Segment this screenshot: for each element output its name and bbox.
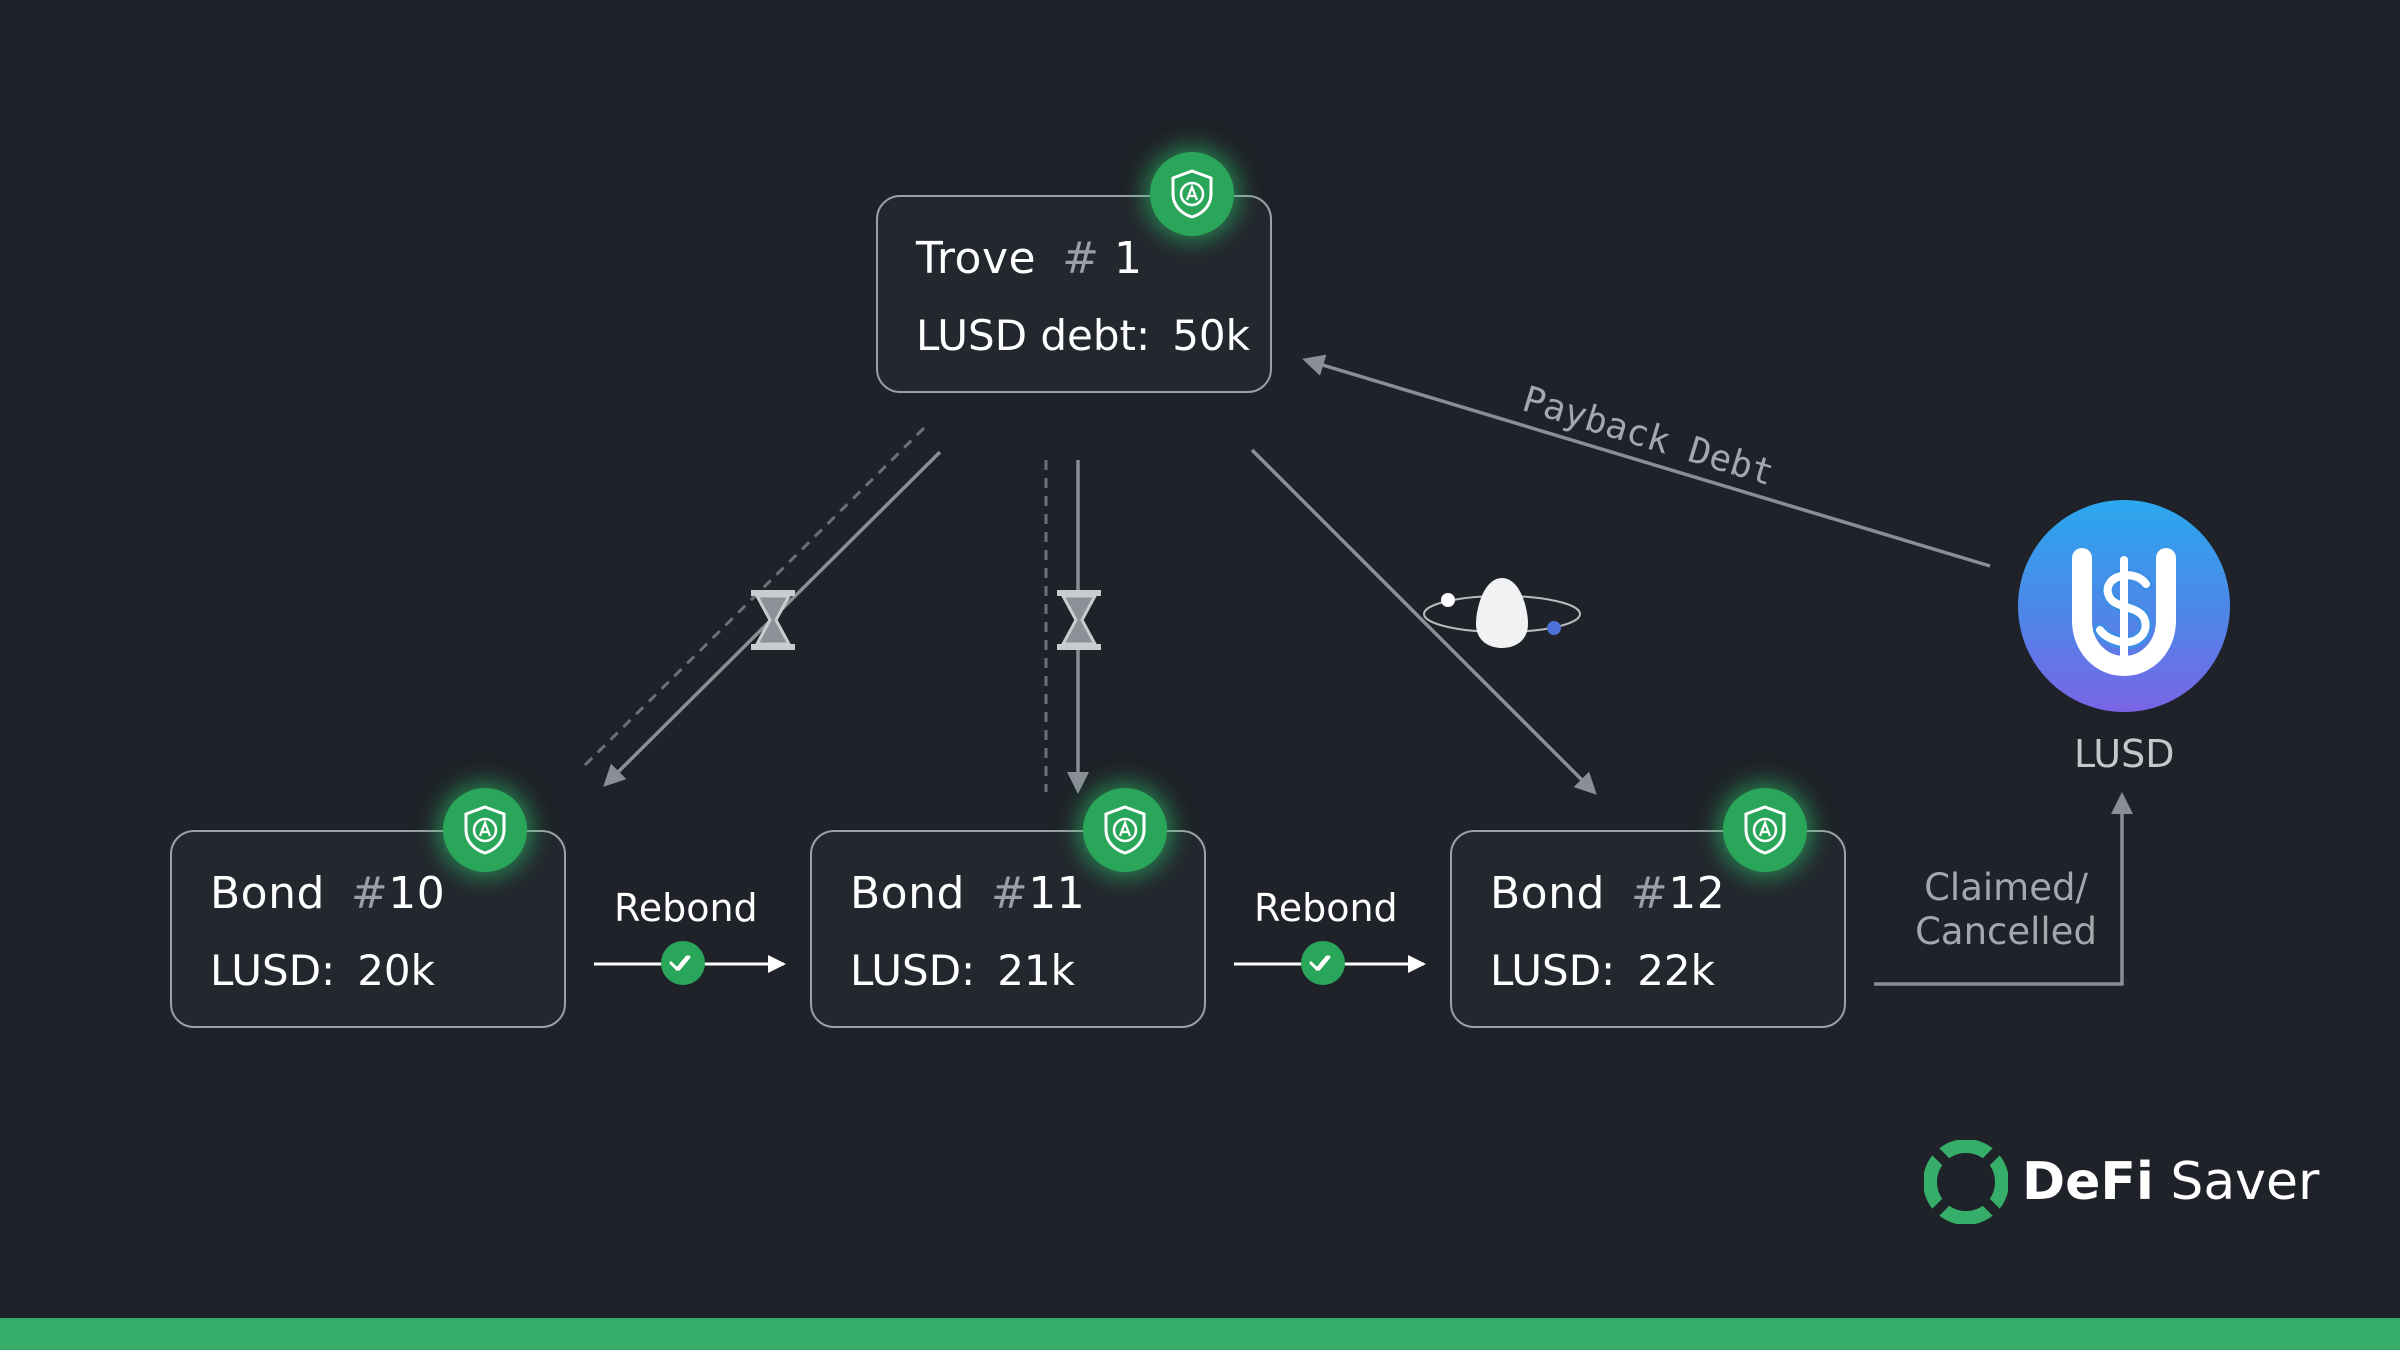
arrow-trove-to-bond-12 xyxy=(1250,448,1597,795)
trove-debt-value: 50k xyxy=(1172,311,1250,360)
rebond-label: Rebond xyxy=(1254,886,1398,930)
trove-card: Trove # 1 LUSD debt: 50k xyxy=(876,195,1272,393)
automation-shield-icon xyxy=(1723,788,1807,872)
hash-symbol: # xyxy=(350,868,389,919)
lusd-token-icon xyxy=(2018,500,2230,712)
arrow-claimed-to-lusd xyxy=(1874,792,2133,986)
bond-name: Bond xyxy=(1490,868,1605,919)
bond-lusd-value: 20k xyxy=(357,946,435,995)
claimed-label-line1: Claimed/ xyxy=(1924,866,2088,909)
bond-number: 11 xyxy=(1028,868,1086,919)
trove-title: Trove # 1 xyxy=(916,233,1142,284)
trove-debt-row: LUSD debt: 50k xyxy=(916,311,1250,360)
claimed-cancelled-label: Claimed/ Cancelled xyxy=(1908,866,2104,954)
hash-symbol: # xyxy=(1062,233,1100,284)
bond-name: Bond xyxy=(850,868,965,919)
bond-title: Bond #11 xyxy=(850,868,1085,919)
bond-lusd-row: LUSD: 21k xyxy=(850,946,1075,995)
trove-debt-label: LUSD debt: xyxy=(916,311,1151,360)
bond-lusd-label: LUSD: xyxy=(1490,946,1616,995)
bond-title: Bond #12 xyxy=(1490,868,1725,919)
bond-title: Bond #10 xyxy=(210,868,445,919)
bond-lusd-value: 21k xyxy=(997,946,1075,995)
defi-saver-logo-icon xyxy=(1924,1140,2008,1224)
bond-lusd-value: 22k xyxy=(1637,946,1715,995)
brand-name: DeFi Saver xyxy=(2022,1152,2319,1212)
bond-lusd-row: LUSD: 20k xyxy=(210,946,435,995)
bond-number: 12 xyxy=(1668,868,1726,919)
hash-symbol: # xyxy=(990,868,1029,919)
automation-shield-icon xyxy=(443,788,527,872)
footer-accent-bar xyxy=(0,1318,2400,1350)
bond-card-11: Bond #11 LUSD: 21k xyxy=(810,830,1206,1028)
claimed-label-line2: Cancelled xyxy=(1915,910,2097,953)
bond-lusd-label: LUSD: xyxy=(210,946,336,995)
hourglass-icon xyxy=(1057,590,1101,650)
bond-name: Bond xyxy=(210,868,325,919)
dashed-path-bond-10 xyxy=(578,426,926,772)
automation-shield-icon xyxy=(1150,152,1234,236)
rebond-label: Rebond xyxy=(614,886,758,930)
bond-lusd-row: LUSD: 22k xyxy=(1490,946,1715,995)
trove-number: 1 xyxy=(1113,233,1143,284)
egg-orbit-icon xyxy=(1423,578,1581,648)
hourglass-icon xyxy=(751,590,795,650)
brand-part2: Saver xyxy=(2170,1152,2320,1212)
hash-symbol: # xyxy=(1630,868,1669,919)
double-check-icon xyxy=(661,941,705,985)
bond-lusd-label: LUSD: xyxy=(850,946,976,995)
automation-shield-icon xyxy=(1083,788,1167,872)
arrow-payback-debt xyxy=(1302,354,1991,568)
trove-name: Trove xyxy=(916,233,1037,284)
bond-number: 10 xyxy=(388,868,446,919)
lusd-token-label: LUSD xyxy=(2074,732,2175,776)
double-check-icon xyxy=(1301,941,1345,985)
brand-part1: DeFi xyxy=(2022,1152,2154,1212)
